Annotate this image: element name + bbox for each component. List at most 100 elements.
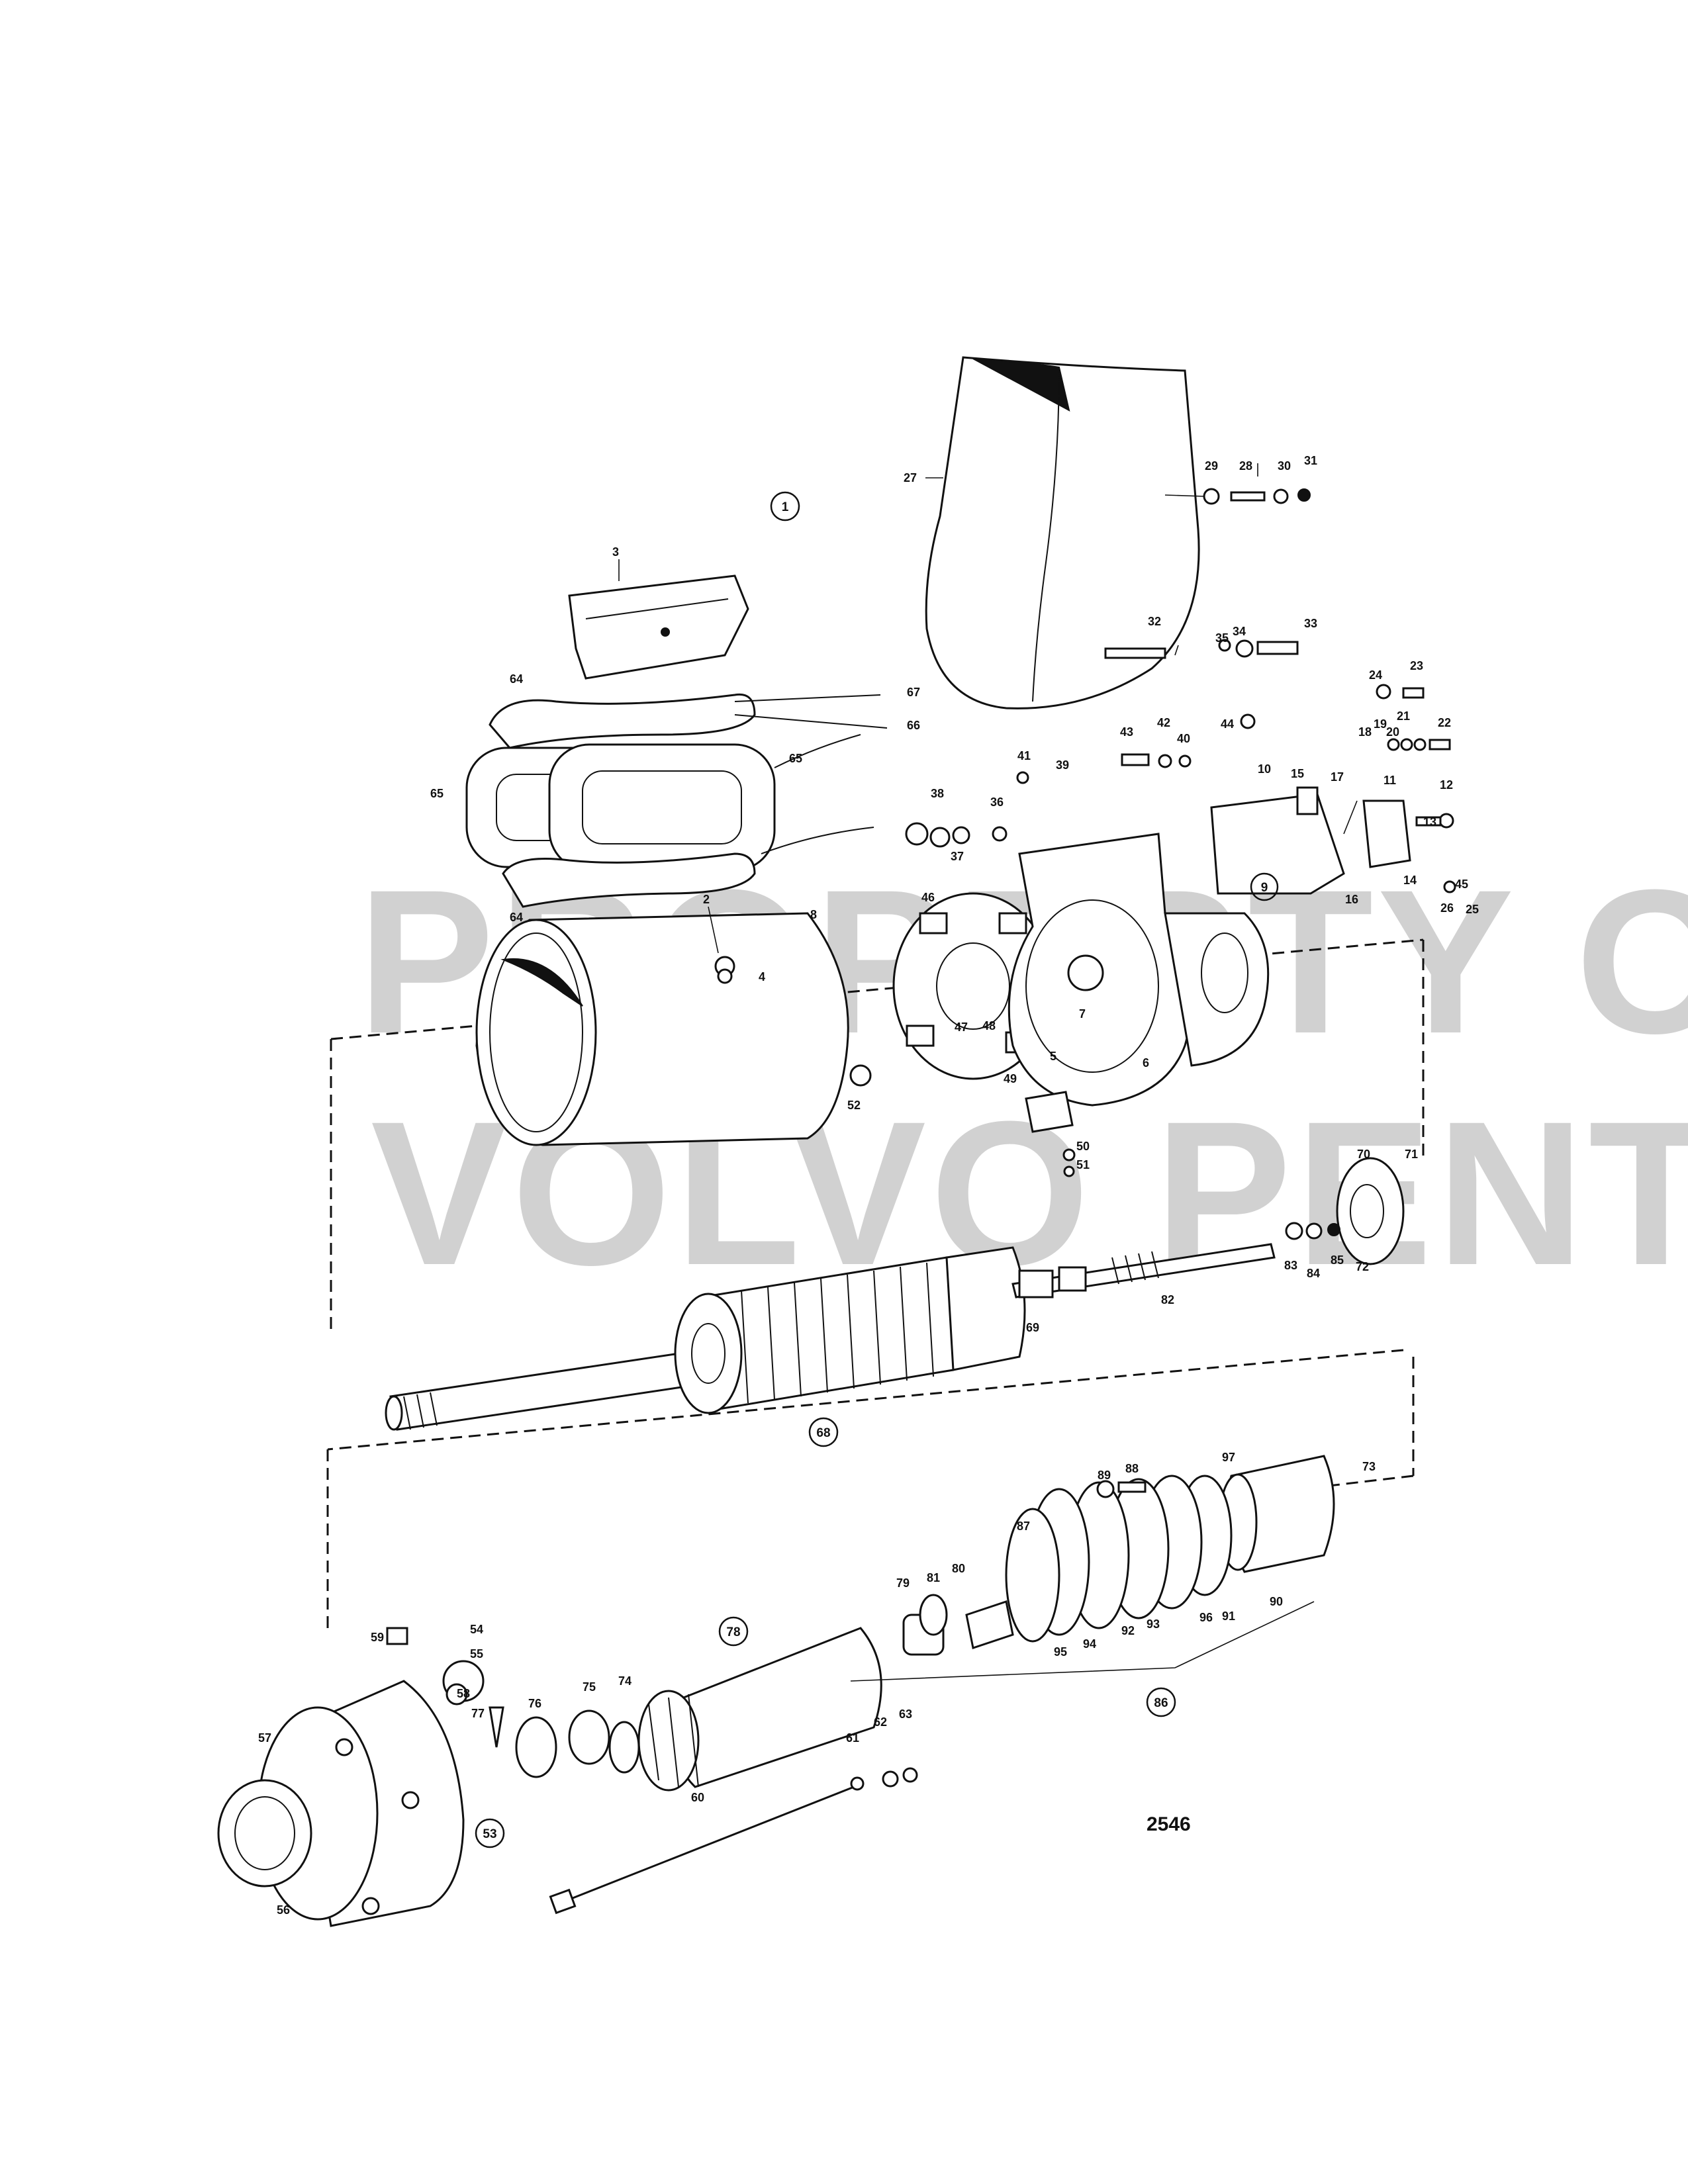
callout-34: 34 — [1233, 625, 1246, 638]
callout-43: 43 — [1120, 725, 1133, 739]
callout-77: 77 — [471, 1707, 485, 1720]
callout-26: 26 — [1440, 901, 1454, 915]
callout-93: 93 — [1147, 1617, 1160, 1631]
callout-44: 44 — [1221, 717, 1234, 731]
callout-80: 80 — [952, 1562, 965, 1575]
callout-85: 85 — [1331, 1253, 1344, 1267]
callout-11: 11 — [1383, 774, 1396, 787]
callout-60: 60 — [691, 1791, 704, 1804]
callout-12: 12 — [1440, 778, 1453, 792]
callout-56: 56 — [277, 1903, 290, 1917]
callout-73: 73 — [1362, 1460, 1376, 1473]
callout-36: 36 — [990, 796, 1004, 809]
callout-69: 69 — [1026, 1321, 1039, 1334]
callout-68: 68 — [816, 1426, 830, 1440]
small-hardware-top — [717, 488, 1456, 1177]
callout-24: 24 — [1369, 668, 1382, 682]
through-bolt — [549, 1767, 918, 1915]
callout-5: 5 — [1050, 1050, 1056, 1063]
solenoid-bracket — [1210, 786, 1411, 895]
callout-18: 18 — [1358, 725, 1372, 739]
callout-40: 40 — [1177, 732, 1190, 745]
clamp-strap — [568, 574, 749, 680]
drawing-number: 2546 — [1147, 1813, 1191, 1835]
callout-91: 91 — [1222, 1610, 1235, 1623]
callout-83: 83 — [1284, 1259, 1297, 1272]
callout-39: 39 — [1056, 758, 1069, 772]
drive-clutch-assembly — [489, 1455, 1335, 1792]
callout-42: 42 — [1157, 716, 1170, 729]
leader-lines — [618, 463, 1358, 954]
group-number-badge: 1 — [770, 491, 800, 522]
callout-45: 45 — [1455, 878, 1468, 891]
callout-67: 67 — [907, 686, 920, 699]
callout-58: 58 — [457, 1687, 470, 1700]
callout-6: 6 — [1143, 1056, 1149, 1069]
callout-63: 63 — [899, 1707, 912, 1721]
callout-64-top: 64 — [510, 672, 523, 686]
field-coils — [465, 693, 888, 908]
callout-81: 81 — [927, 1571, 940, 1584]
callout-35: 35 — [1215, 631, 1229, 645]
callout-94: 94 — [1083, 1637, 1096, 1651]
callout-9-badge: 9 — [1250, 872, 1279, 901]
callout-61: 61 — [846, 1731, 859, 1745]
callout-49: 49 — [1004, 1072, 1017, 1085]
callout-54: 54 — [470, 1623, 483, 1636]
callout-23: 23 — [1410, 659, 1423, 672]
callout-89: 89 — [1098, 1469, 1111, 1482]
yoke-housing — [475, 912, 849, 1146]
callout-90: 90 — [1270, 1595, 1283, 1608]
callout-79: 79 — [896, 1576, 910, 1590]
callout-53: 53 — [483, 1827, 496, 1841]
callout-64-bottom: 64 — [510, 911, 523, 924]
callout-72: 72 — [1356, 1260, 1369, 1273]
callout-2: 2 — [703, 893, 710, 906]
callout-65-right: 65 — [789, 752, 802, 765]
callout-27: 27 — [904, 471, 917, 484]
callout-21: 21 — [1397, 709, 1410, 723]
callout-48: 48 — [982, 1019, 996, 1032]
callout-17: 17 — [1331, 770, 1344, 784]
callout-68-badge: 68 — [808, 1417, 839, 1447]
callout-25: 25 — [1466, 903, 1479, 916]
callout-37: 37 — [951, 850, 964, 863]
callout-9: 9 — [1261, 881, 1268, 895]
callout-57: 57 — [258, 1731, 271, 1745]
group-number: 1 — [782, 500, 789, 514]
callout-47: 47 — [955, 1021, 968, 1034]
callout-50: 50 — [1076, 1140, 1090, 1153]
callout-95: 95 — [1054, 1645, 1067, 1659]
callout-51: 51 — [1076, 1158, 1090, 1171]
armature-assembly — [385, 1243, 1276, 1431]
callout-78: 78 — [726, 1625, 740, 1639]
cover-band — [925, 356, 1200, 709]
callout-59: 59 — [371, 1631, 384, 1644]
callout-66: 66 — [907, 719, 920, 732]
callout-28: 28 — [1239, 459, 1252, 473]
callout-76: 76 — [528, 1697, 541, 1710]
callout-75: 75 — [583, 1680, 596, 1694]
callout-82: 82 — [1161, 1293, 1174, 1306]
callout-15: 15 — [1291, 767, 1304, 780]
drive-end-housing — [217, 1627, 485, 1927]
callout-86-badge: 86 — [1146, 1687, 1176, 1717]
callout-97: 97 — [1222, 1451, 1235, 1464]
callout-3: 3 — [612, 545, 619, 559]
callout-33: 33 — [1304, 617, 1317, 630]
callout-78-badge: 78 — [718, 1616, 749, 1647]
callout-46: 46 — [921, 891, 935, 904]
callout-65-left: 65 — [430, 787, 444, 800]
callout-74: 74 — [618, 1674, 632, 1688]
callout-87: 87 — [1017, 1520, 1030, 1533]
callout-29: 29 — [1205, 459, 1218, 473]
drive-end-bearing-plate — [1285, 1157, 1405, 1265]
callout-32: 32 — [1148, 615, 1161, 628]
callout-53-badge: 53 — [475, 1818, 505, 1848]
callout-88: 88 — [1125, 1462, 1139, 1475]
callout-10: 10 — [1258, 762, 1271, 776]
callout-30: 30 — [1278, 459, 1291, 473]
callout-55: 55 — [470, 1647, 483, 1661]
callout-70: 70 — [1357, 1148, 1370, 1161]
